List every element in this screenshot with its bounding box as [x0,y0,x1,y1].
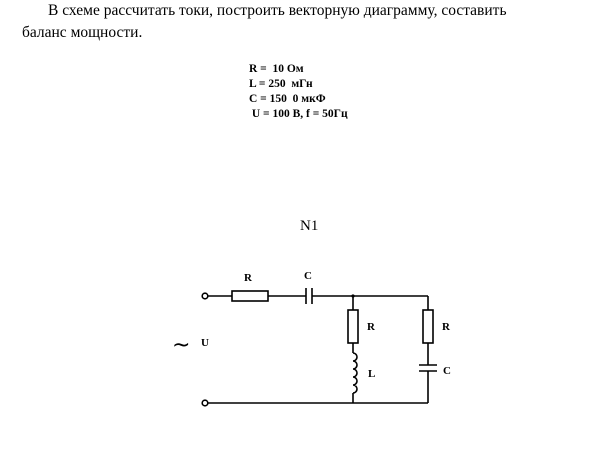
label-branch2-capacitor: C [443,365,451,377]
label-branch1-inductor: L [368,368,375,380]
branch1-inductor [352,352,358,394]
param-resistance: R = 10 Ом [249,63,304,75]
task-line-2: баланс мощности. [22,24,143,41]
branch1-resistor [347,309,359,344]
label-series-capacitor: C [304,270,312,282]
task-statement: В схеме рассчитать токи, построить векто… [22,0,582,44]
param-inductance: L = 250 мГн [249,78,313,90]
terminal-bottom [201,399,209,407]
label-branch2-resistor: R [442,321,451,333]
ac-source-icon: ~ [172,333,190,358]
label-source-voltage: U [201,337,209,349]
terminal-top [201,292,209,300]
series-resistor [231,290,269,302]
label-series-resistor: R [244,272,253,284]
branch2-resistor [422,309,434,344]
figure-title: N1 [300,218,319,234]
param-voltage-frequency: U = 100 В, f = 50Гц [249,108,348,120]
junction-dot [351,294,355,298]
task-line-1: В схеме рассчитать токи, построить векто… [48,2,507,19]
param-capacitance: C = 150 0 мкФ [249,93,326,105]
label-branch1-resistor: R [367,321,376,333]
circuit-parameters: R = 10 Ом L = 250 мГн C = 150 0 мкФ U = … [249,62,348,122]
